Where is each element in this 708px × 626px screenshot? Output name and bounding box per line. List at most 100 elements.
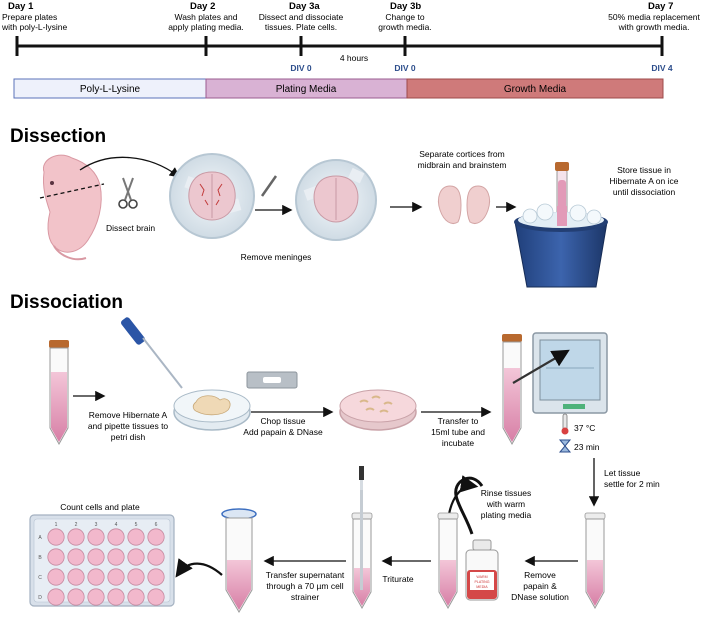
- plate-well: [107, 568, 125, 586]
- plate-well: [47, 528, 65, 546]
- phase-label: Growth Media: [504, 84, 567, 95]
- bottle-label: PLATING: [474, 580, 489, 584]
- petri-dish-brain-with-meninges: [169, 153, 255, 239]
- step-label: 15ml tube and: [431, 427, 485, 437]
- day-label: Day 3a: [289, 1, 320, 12]
- step-label: settle for 2 min: [604, 479, 660, 489]
- day-desc: tissues. Plate cells.: [265, 22, 337, 32]
- scissors-icon: [118, 177, 138, 209]
- plate-well: [147, 588, 165, 606]
- step-label: Count cells and plate: [60, 502, 140, 512]
- plate-well: [127, 528, 145, 546]
- day-desc: Wash plates and: [175, 12, 238, 22]
- hourglass-icon: [558, 439, 572, 453]
- petri-dish-tissue: [173, 389, 251, 431]
- plate-row-label: B: [38, 555, 42, 561]
- step-label: with warm: [486, 499, 525, 509]
- step-label: Transfer supernatant: [266, 570, 345, 580]
- step-arrow: [512, 349, 570, 384]
- phase-label: Poly-L-Lysine: [80, 84, 141, 95]
- plate-well: [47, 548, 65, 566]
- step-label: Remove: [524, 570, 556, 580]
- conical-tube-incubate: [502, 334, 522, 446]
- step-arrow: [79, 156, 181, 178]
- phase-bar-growth-media: [406, 78, 664, 99]
- section-heading: Dissociation: [10, 292, 123, 313]
- day-label: Day 3b: [390, 1, 421, 12]
- section-heading: Dissection: [10, 126, 106, 147]
- interval-label: 4 hours: [340, 53, 368, 63]
- step-label: Triturate: [382, 574, 414, 584]
- plate-well: [87, 568, 105, 586]
- plate-col-label: 2: [75, 522, 78, 528]
- day-label: Day 7: [648, 1, 673, 12]
- time-label: 23 min: [574, 442, 600, 452]
- step-label: until dissociation: [613, 187, 676, 197]
- plate-well: [87, 588, 105, 606]
- plate-well: [127, 588, 145, 606]
- conical-tube-strainer: [221, 508, 257, 613]
- plate-well: [127, 568, 145, 586]
- mouse-pup-illustration: [39, 154, 105, 261]
- plate-well: [67, 528, 85, 546]
- step-label: DNase solution: [511, 592, 569, 602]
- plate-well: [147, 548, 165, 566]
- petri-dish-papain: [339, 389, 417, 431]
- plate-col-label: 1: [55, 522, 58, 528]
- day-desc: Prepare plates: [2, 12, 57, 22]
- plate-col-label: 6: [155, 522, 158, 528]
- day-desc: growth media.: [378, 22, 431, 32]
- day-desc: Dissect and dissociate: [259, 12, 344, 22]
- step-label: Rinse tissues: [481, 488, 532, 498]
- step-label: Store tissue in: [617, 165, 671, 175]
- media-bottle-icon: WARM PLATING MEDIA: [465, 539, 499, 601]
- conical-tube-rinse: [437, 512, 459, 610]
- step-label: plating media: [481, 510, 532, 520]
- step-label: Hibernate A on ice: [610, 176, 679, 186]
- step-label: papain &: [523, 581, 557, 591]
- petri-dish-brain-clean: [295, 159, 377, 241]
- razor-blade-icon: [246, 371, 298, 389]
- day-desc: 50% media replacement: [608, 12, 700, 22]
- thermometer-icon: [561, 413, 569, 435]
- step-label: Add papain & DNase: [243, 427, 323, 437]
- step-label: Let tissue: [604, 468, 641, 478]
- div-label: DIV 0: [394, 63, 416, 73]
- plate-well: [87, 548, 105, 566]
- plate-row-label: A: [38, 535, 42, 541]
- timeline: Day 1 Prepare plates with poly-L-lysine …: [1, 1, 700, 99]
- plate-well: [87, 528, 105, 546]
- day-desc: apply plating media.: [168, 22, 244, 32]
- step-label: Remove meninges: [241, 252, 312, 262]
- temperature-label: 37 °C: [574, 423, 595, 433]
- step-label: Separate cortices from: [419, 149, 505, 159]
- plate-well: [47, 568, 65, 586]
- conical-tube-triturate: [351, 466, 373, 610]
- day-label: Day 2: [190, 1, 215, 12]
- plate-well: [107, 528, 125, 546]
- plate-row-label: D: [38, 595, 42, 601]
- step-arrow: [175, 558, 223, 578]
- plate-well: [47, 588, 65, 606]
- plate-well: [67, 568, 85, 586]
- plate-well: [127, 548, 145, 566]
- bottle-label: WARM: [476, 575, 487, 579]
- plate-well: [107, 548, 125, 566]
- step-label: Chop tissue: [261, 416, 306, 426]
- plate-col-label: 5: [135, 522, 138, 528]
- phase-label: Plating Media: [276, 84, 337, 95]
- plate-well: [147, 568, 165, 586]
- pipette-icon: [121, 317, 183, 389]
- day-desc: with growth media.: [618, 22, 690, 32]
- step-label: Transfer to: [438, 416, 479, 426]
- step-label: midbrain and brainstem: [418, 160, 507, 170]
- plate-well: [147, 528, 165, 546]
- plate-well: [67, 588, 85, 606]
- step-label: incubate: [442, 438, 474, 448]
- div-label: DIV 4: [651, 63, 673, 73]
- day-desc: Change to: [385, 12, 424, 22]
